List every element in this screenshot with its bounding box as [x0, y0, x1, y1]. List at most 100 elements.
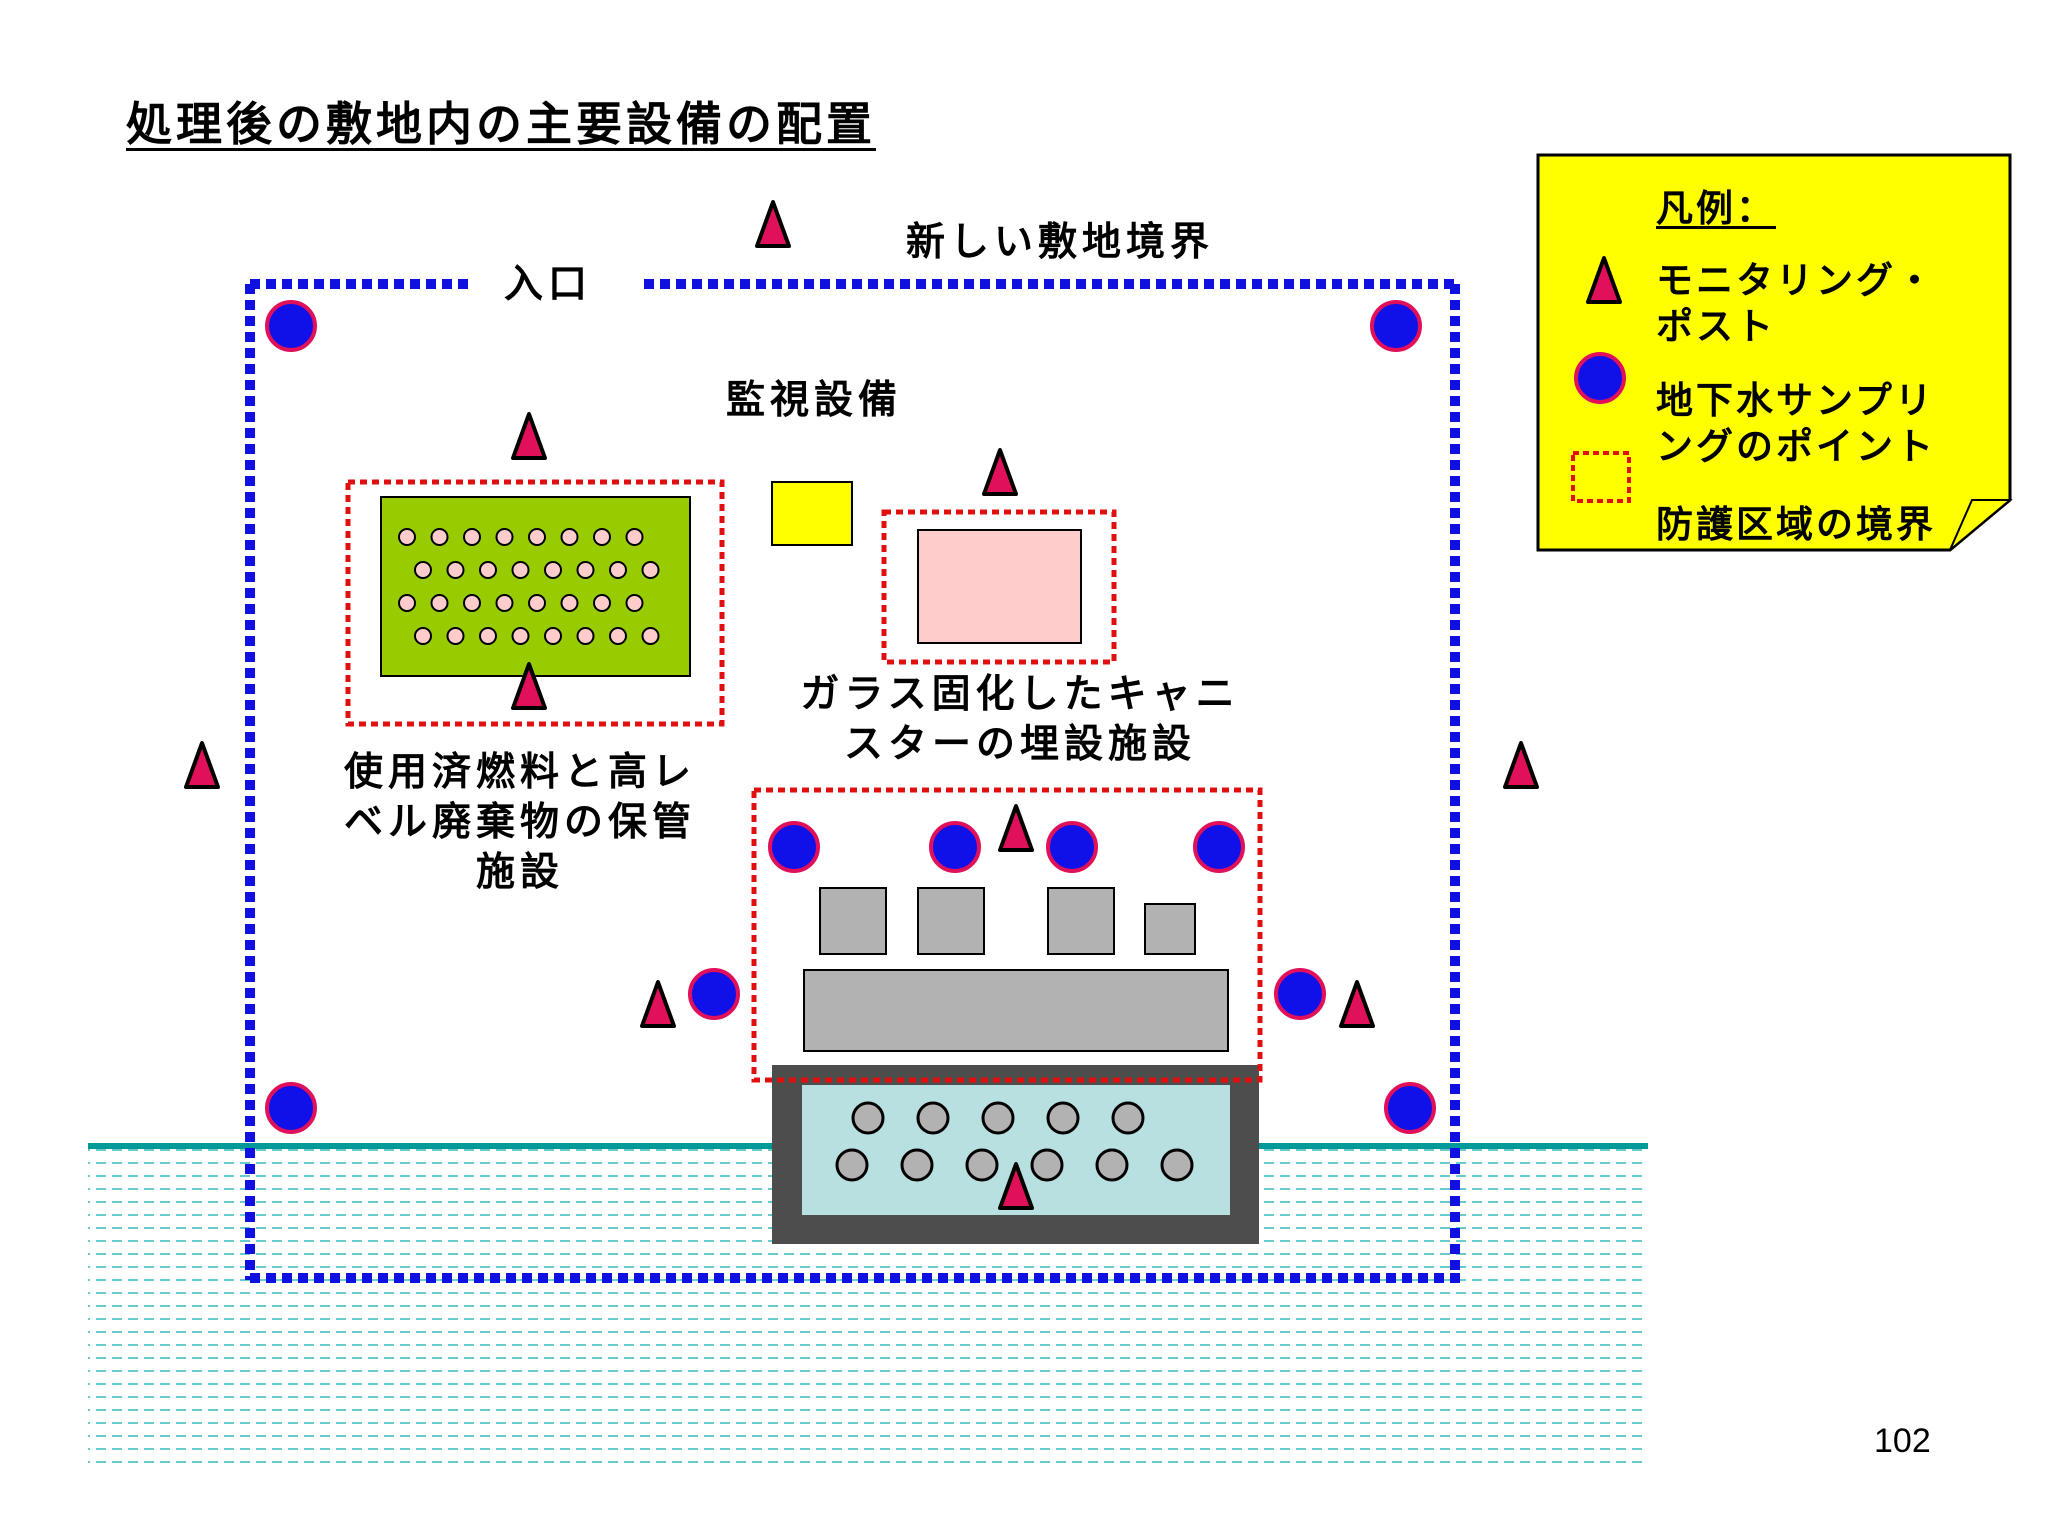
monitoring-facility-building — [771, 481, 853, 546]
fuel-dot — [414, 627, 432, 645]
pit-canister-dot — [981, 1101, 1015, 1135]
groundwater-sampling-point — [1370, 300, 1422, 352]
pit-canister-dot — [1160, 1148, 1194, 1182]
fuel-dot — [463, 594, 481, 612]
fuel-dot — [576, 627, 595, 645]
facility-building-3 — [1047, 887, 1115, 955]
facility-main-hall — [803, 969, 1229, 1052]
fuel-dot — [511, 561, 530, 579]
pit-canister-dot — [1111, 1101, 1145, 1135]
legend-monitoring-post-icon — [1586, 256, 1622, 304]
fuel-dot — [609, 561, 627, 579]
fuel-dot — [511, 627, 530, 645]
fuel-dot — [479, 561, 497, 579]
pit-canister-dots — [835, 1101, 1194, 1182]
fuel-dot — [495, 528, 514, 546]
glass-canister-label-line1: ガラス固化したキャニ — [800, 672, 1240, 717]
fuel-dot — [593, 594, 611, 612]
legend-groundwater-line1: 地下水サンプリ — [1656, 379, 1935, 422]
entrance-label: 入口 — [504, 262, 593, 307]
fuel-dot — [544, 561, 562, 579]
legend-groundwater-label: 地下水サンプリ ングのポイント — [1656, 378, 1936, 470]
spent-fuel-label-line3: 施設 — [475, 850, 564, 895]
pit-canister-dot — [1095, 1148, 1129, 1182]
legend-monitoring-post-label: モニタリング・ ポスト — [1656, 258, 1936, 350]
fuel-dot — [446, 561, 465, 579]
fuel-dot — [625, 528, 644, 546]
spent-fuel-label-line1: 使用済燃料と高レ — [343, 750, 696, 795]
legend-groundwater-line2: ングのポイント — [1656, 425, 1936, 468]
fuel-dot — [641, 627, 660, 645]
monitoring-post — [511, 662, 547, 710]
fuel-dot — [641, 561, 660, 579]
monitoring-post — [184, 741, 220, 789]
fuel-dot — [593, 528, 611, 546]
groundwater-sampling-point — [265, 1082, 317, 1134]
glass-canister-label: ガラス固化したキャニ スターの埋設施設 — [800, 670, 1240, 770]
main-facility-protection-boundary — [751, 787, 1263, 1083]
pit-canister-dot — [900, 1148, 934, 1182]
pit-canister-dot — [965, 1148, 999, 1182]
new-boundary-label: 新しい敷地境界 — [906, 220, 1215, 265]
legend-groundwater-icon — [1574, 352, 1626, 404]
fuel-dot — [625, 594, 644, 612]
groundwater-sampling-point — [1193, 821, 1245, 873]
monitoring-post — [998, 804, 1034, 852]
spent-fuel-dots — [398, 528, 660, 645]
groundwater-sampling-point — [1384, 1082, 1436, 1134]
page-title: 処理後の敷地内の主要設備の配置 — [126, 97, 876, 151]
legend-monitoring-post-line1: モニタリング・ — [1656, 259, 1936, 302]
fuel-dot — [609, 627, 627, 645]
fuel-dot — [495, 594, 514, 612]
monitoring-post — [640, 980, 676, 1028]
fuel-dot — [544, 627, 562, 645]
fuel-dot — [560, 594, 579, 612]
canister-protection-boundary — [881, 509, 1117, 665]
groundwater-sampling-points — [265, 300, 1436, 1134]
site-boundary — [245, 279, 1460, 1283]
fuel-dot — [414, 561, 432, 579]
monitoring-post — [511, 412, 547, 460]
monitoring-facility-label: 監視設備 — [726, 378, 903, 423]
facility-building-2 — [917, 887, 985, 955]
fuel-dot — [398, 594, 416, 612]
fuel-dot — [446, 627, 465, 645]
legend-monitoring-post-line2: ポスト — [1656, 305, 1776, 348]
monitoring-post — [1503, 741, 1539, 789]
spent-fuel-storage-building — [380, 496, 691, 677]
monitoring-posts — [184, 200, 1539, 1210]
groundwater-sampling-point — [768, 821, 820, 873]
legend-protection-boundary-label: 防護区域の境界 — [1656, 503, 1936, 546]
groundwater-sampling-point — [265, 300, 317, 352]
fuel-dot — [398, 528, 416, 546]
canister-burial-building — [917, 529, 1082, 644]
groundwater-sampling-point — [688, 968, 740, 1020]
pit-canister-dot — [916, 1101, 950, 1135]
pit-canister-dot — [851, 1101, 885, 1135]
fuel-dot — [560, 528, 579, 546]
fuel-dot — [528, 528, 546, 546]
fuel-dot — [576, 561, 595, 579]
page-number: 102 — [1874, 1422, 1931, 1460]
monitoring-post — [998, 1162, 1034, 1210]
fuel-dot — [479, 627, 497, 645]
legend-title: 凡例： — [1656, 187, 1776, 230]
fuel-dot — [463, 528, 481, 546]
groundwater-sampling-point — [1274, 968, 1326, 1020]
monitoring-post — [1339, 980, 1375, 1028]
legend-protection-boundary-icon — [1571, 451, 1631, 503]
pit-canister-dot — [1046, 1101, 1080, 1135]
spent-fuel-label-line2: ベル廃棄物の保管 — [343, 800, 696, 845]
monitoring-post — [982, 448, 1018, 496]
facility-building-4 — [1144, 903, 1196, 955]
fuel-dot — [528, 594, 546, 612]
spent-fuel-protection-boundary — [345, 479, 725, 727]
fuel-dot — [430, 528, 449, 546]
facility-building-1 — [819, 887, 887, 955]
glass-canister-label-line2: スターの埋設施設 — [843, 722, 1196, 767]
monitoring-post — [755, 200, 791, 248]
groundwater-sampling-point — [929, 821, 981, 873]
pit-canister-dot — [1030, 1148, 1064, 1182]
groundwater-sampling-point — [1046, 821, 1098, 873]
fuel-dot — [430, 594, 449, 612]
